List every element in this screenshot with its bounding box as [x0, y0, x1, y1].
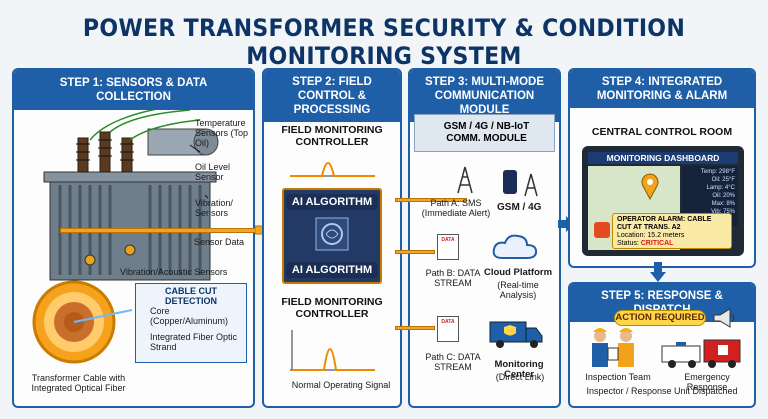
vibration-acoustic-label: Vibration/Acoustic Sensors — [120, 267, 228, 277]
cloud-icon — [492, 234, 538, 259]
data-document-icon-b: DATA — [437, 234, 459, 260]
reading-3: Lamp: 4°C — [706, 185, 735, 191]
step1-header: STEP 1: SENSORS & DATA COLLECTION — [14, 70, 253, 110]
cable-cut-title: CABLE CUT DETECTION — [164, 286, 217, 306]
path-c-label: Path C: DATA STREAM — [425, 352, 481, 372]
signal-spike-top — [290, 162, 375, 177]
reading-2: Oil: 25°F — [711, 177, 735, 183]
sensor-data-label: Sensor Data — [194, 237, 245, 247]
path-b-cable — [395, 250, 435, 254]
comm-module-label: GSM / 4G / NB-IoT COMM. MODULE — [443, 121, 530, 144]
ai-algorithm-bottom: AI ALGORITHM — [286, 262, 378, 278]
truck-icon — [489, 321, 543, 348]
monitoring-center-sub: (Direct Link) — [495, 372, 545, 382]
signal-spike-bottom — [290, 330, 375, 371]
alarm-title: OPERATOR ALARM: CABLE CUT AT TRANS. A2 — [617, 216, 712, 231]
monitoring-center-label: Monitoring Center — [494, 359, 544, 380]
cable-cross-section — [32, 280, 133, 364]
speaker-icon — [594, 222, 610, 238]
dispatch-label: Inspector / Response Unit Dispatched — [586, 386, 738, 396]
path-a-cable — [395, 198, 467, 202]
operator-alarm: OPERATOR ALARM: CABLE CUT AT TRANS. A2 L… — [612, 213, 732, 249]
controller-bottom-label: FIELD MONITORING CONTROLLER — [281, 296, 383, 320]
alarm-status: CRITICAL — [640, 240, 674, 247]
tower-icon-2 — [524, 173, 538, 197]
arrow-step4-step5 — [650, 262, 666, 282]
tower-icon — [457, 166, 473, 194]
normal-signal-label: Normal Operating Signal — [291, 380, 391, 390]
reading-5: Max: 8% — [711, 201, 735, 207]
vibration-label: Vibration/ Sensors — [195, 198, 233, 218]
cable-cut-box: CABLE CUT DETECTION — [135, 283, 247, 363]
page-title: POWER TRANSFORMER SECURITY & CONDITION M… — [82, 14, 686, 70]
path-c-cable — [395, 326, 435, 330]
sensor-data-cable — [60, 228, 270, 233]
oil-level-label: Oil Level Sensor — [195, 162, 231, 182]
alarm-status-label: Status: — [617, 240, 639, 247]
data-document-icon-c: DATA — [437, 316, 459, 342]
controller-top-label: FIELD MONITORING CONTROLLER — [281, 124, 383, 148]
step2-header: STEP 2: FIELD CONTROL & PROCESSING — [264, 70, 400, 122]
path-a-label: Path A: SMS (Immediate Alert) — [421, 198, 491, 218]
reading-6: Vib: 75% — [711, 209, 735, 215]
path-b-label: Path B: DATA STREAM — [425, 268, 481, 288]
ai-algorithm-top: AI ALGORITHM — [286, 194, 378, 210]
alarm-location: Location: 15.2 meters — [617, 232, 685, 239]
reading-1: Temp: 298°F — [700, 169, 735, 175]
core-label: Core (Copper/Aluminum) — [150, 306, 229, 326]
action-required-badge: ACTION REQUIRED — [614, 310, 706, 326]
brain-chip-icon — [315, 217, 349, 251]
cloud-sub-label: (Real-time Analysis) — [497, 280, 539, 300]
step4-header: STEP 4: INTEGRATED MONITORING & ALARM — [570, 70, 754, 108]
fiber-label: Integrated Fiber Optic Strand — [150, 332, 238, 352]
step3-header: STEP 3: MULTI-MODE COMMUNICATION MODULE — [410, 70, 559, 122]
gsm-4g-label: GSM / 4G — [497, 202, 542, 213]
control-room-label: CENTRAL CONTROL ROOM — [591, 126, 733, 138]
megaphone-icon — [713, 308, 734, 328]
comm-module-box: GSM / 4G / NB-IoT COMM. MODULE — [414, 114, 555, 152]
inspection-team-label: Inspection Team — [585, 372, 651, 382]
emergency-response-label: Emergency Response — [684, 372, 730, 392]
emergency-vehicle-icon — [661, 339, 741, 368]
dashboard-title: MONITORING DASHBOARD — [588, 152, 738, 164]
phone-icon — [503, 170, 517, 194]
cloud-label: Cloud Platform — [483, 267, 553, 278]
cable-caption: Transformer Cable with Integrated Optica… — [31, 373, 126, 393]
location-pin-icon — [641, 173, 659, 200]
reading-4: Oil: 20% — [712, 193, 735, 199]
inspection-team-icon — [592, 328, 634, 367]
temperature-sensors-label: Temperature Sensors (Top Oil) — [195, 118, 249, 148]
